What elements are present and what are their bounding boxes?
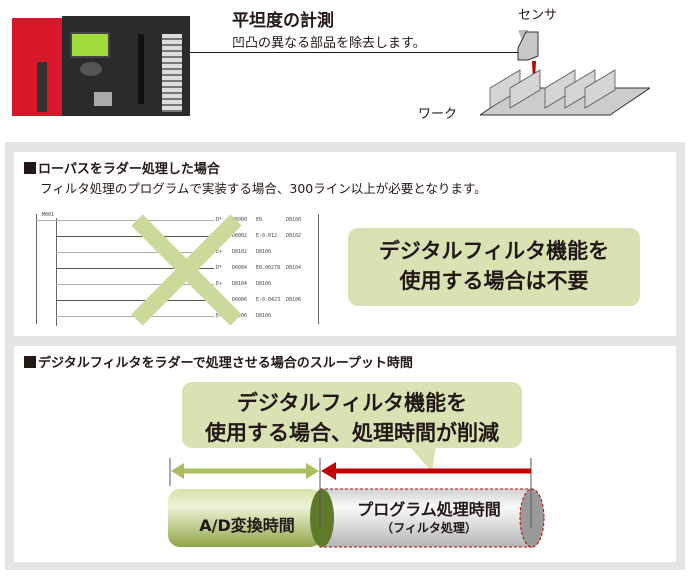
ladder-a: D6002 [232,233,248,239]
time-reduction-callout: デジタルフィルタ機能を使用する場合、処理時間が削減 [205,391,499,445]
comparison-area: ローパスをラダー処理した場合 フィルタ処理のプログラムで実装する場合、300ライ… [5,142,685,570]
section1-heading: ローパスをラダー処理した場合 [24,158,220,177]
ladder-rung [56,268,214,269]
ladder-rung [36,220,214,221]
ladder-panel: ローパスをラダー処理した場合 フィルタ処理のプログラムで実装する場合、300ライ… [14,152,676,336]
ladder-a: D0102 [232,249,248,255]
ladder-rung [56,236,214,237]
section1-description: フィルタ処理のプログラムで実装する場合、300ライン以上が必要となります。 [40,181,487,196]
ladder-b: D0100 [256,313,272,319]
ladder-op: E+ [216,249,223,255]
sensor-label: センサ [518,8,558,23]
ladder-op: D* [216,217,223,223]
throughput-panel: デジタルフィルタをラダーで処理させる場合のスループット時間 デジタルフィルタ機能… [14,346,676,562]
ladder-rung [56,252,214,253]
ladder-a: D0104 [232,281,248,287]
program-time-sublabel: （フィルタ処理） [381,521,477,535]
subtitle: 凹凸の異なる部品を除去します。 [232,36,426,51]
ladder-op: E+ [216,281,223,287]
contact-label: M001 [42,212,55,218]
throughput-diagram [168,458,545,548]
sensor-work-illustration [480,30,650,116]
page-title: 平坦度の計測 [232,11,334,31]
ad-conversion-label: A/D変換時間 [199,516,295,535]
ladder-rung [56,300,214,301]
work-label: ワーク [418,107,458,122]
ladder-a: D6006 [232,297,248,303]
plc-image [12,16,192,118]
no-ladder-callout: デジタルフィルタ機能を使用する場合は不要 [348,228,640,306]
ladder-op: D* [216,265,223,271]
ladder-b: E-0.012 [256,233,278,239]
ladder-b: D0100 [256,281,272,287]
ladder-a: D6000 [232,217,248,223]
program-time-label: プログラム処理時間 [357,500,501,519]
cross-mark-icon [131,214,242,326]
ladder-op: E+ [216,313,223,319]
ladder-b: D0100 [256,249,272,255]
ladder-b: E-0.0423 [256,297,281,303]
ladder-c: D0106 [286,297,302,303]
ladder-c: D0100 [286,217,302,223]
callout-tail [182,382,522,472]
ladder-a: D6004 [232,265,248,271]
ladder-c: D0104 [286,265,302,271]
ladder-rung [56,284,214,285]
section2-heading: デジタルフィルタをラダーで処理させる場合のスループット時間 [24,352,413,371]
ladder-c: D0102 [286,233,302,239]
ladder-b: E0.00278 [256,265,281,271]
ladder-b: E0 [256,217,263,223]
